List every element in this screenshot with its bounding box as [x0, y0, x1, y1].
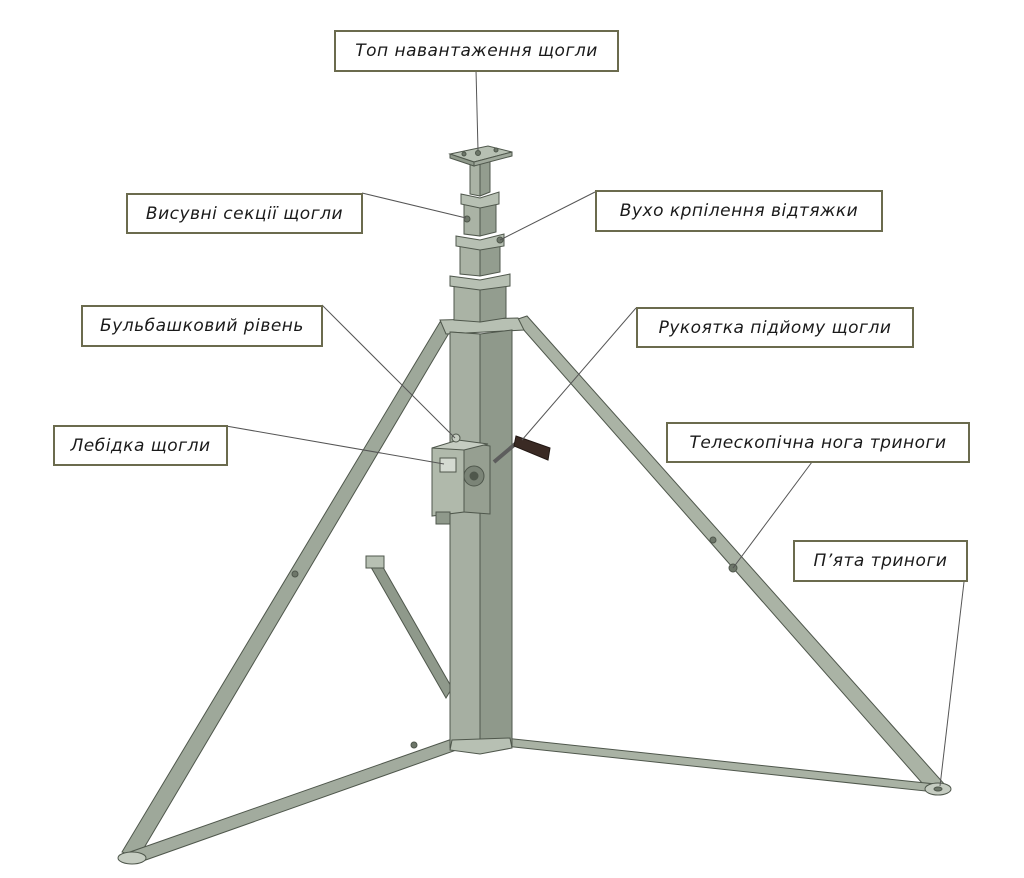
tripod-legs — [121, 315, 947, 863]
label-top: Топ навантаження щогли — [334, 30, 619, 72]
mast-handle — [492, 435, 551, 464]
label-sections: Висувні секції щогли — [126, 193, 363, 234]
leader-foot — [939, 581, 965, 787]
leader-handle — [521, 307, 637, 441]
label-foot: П’ята триноги — [793, 540, 968, 582]
label-winch: Лебідка щогли — [53, 425, 228, 466]
tripod-base-right — [504, 737, 936, 793]
label-leg: Телескопічна нога триноги — [666, 422, 970, 463]
tripod-leg-left — [121, 321, 453, 859]
leader-bubble-level — [321, 304, 456, 439]
label-bubble-level: Бульбашковий рівень — [81, 305, 323, 347]
mast-main-tube — [449, 329, 513, 755]
leader-leg — [732, 461, 813, 569]
tripod-feet — [117, 782, 952, 865]
leader-winch — [225, 425, 445, 465]
mast-top-plate — [448, 145, 513, 167]
strut-clamp — [365, 555, 385, 569]
leader-guy-ear — [499, 191, 596, 241]
leader-top — [475, 69, 479, 151]
mast-winch — [431, 433, 491, 525]
label-handle: Рукоятка підйому щогли — [636, 307, 914, 348]
leader-lines — [225, 69, 965, 787]
mast-sections — [449, 157, 511, 323]
leader-sections — [361, 192, 467, 219]
tripod-strut — [367, 561, 453, 699]
label-guy-ear: Вухо крпілення відтяжки — [595, 190, 883, 232]
